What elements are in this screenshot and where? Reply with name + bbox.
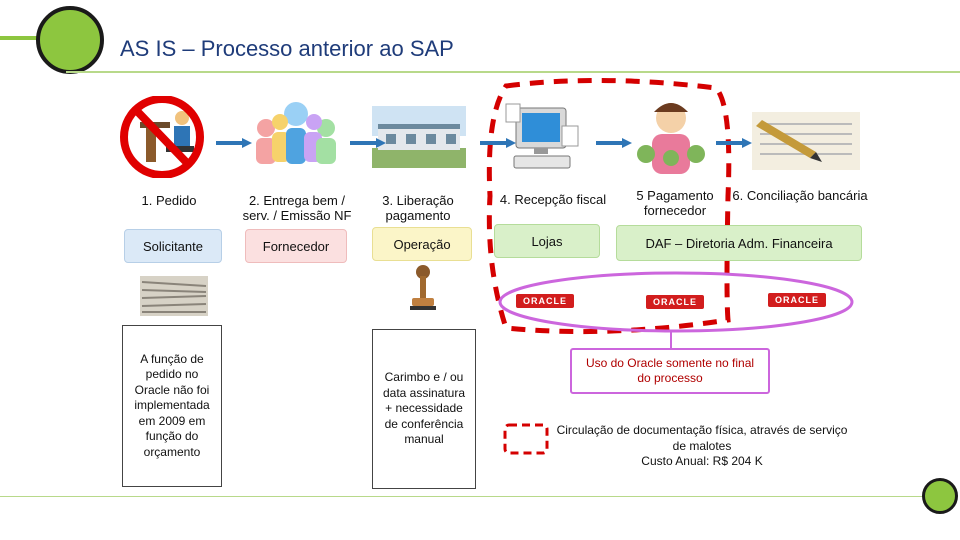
role-lojas: Lojas (494, 224, 600, 258)
role-solicitante: Solicitante (124, 229, 222, 263)
note-pedido: A função de pedido no Oracle não foi imp… (122, 325, 222, 487)
header-rule (66, 71, 960, 73)
step-3-label: 3. Liberação pagamento (382, 193, 454, 223)
arrow-4-icon (596, 138, 632, 148)
step-1-label: 1. Pedido (141, 193, 197, 208)
arrow-3-icon (480, 138, 516, 148)
step-6-label: 6. Conciliação bancária (732, 188, 868, 203)
manual-document-region (486, 77, 732, 335)
header-circle-logo (36, 6, 104, 74)
building-icon (372, 106, 466, 168)
money-person-icon (628, 98, 714, 180)
people-group-icon (244, 98, 348, 168)
arrow-5-icon (716, 138, 752, 148)
note-carimbo: Carimbo e / ou data assinatura + necessi… (372, 329, 476, 489)
oracle-note-connector (670, 332, 672, 348)
role-operacao: Operação (372, 227, 472, 261)
footer-rule (0, 496, 924, 497)
stamp-icon (408, 264, 438, 312)
arrow-1-icon (216, 138, 252, 148)
oracle-highlight-ellipse (498, 271, 854, 333)
legend-text: Circulação de documentação física, atrav… (556, 423, 848, 453)
header-bar-left (0, 36, 48, 40)
page-title: AS IS – Processo anterior ao SAP (120, 36, 454, 61)
footer-circle-logo (922, 478, 958, 514)
arrow-2-icon (350, 138, 386, 148)
paper-stack-icon (138, 270, 210, 318)
step-2-label: 2. Entrega bem / serv. / Emissão NF (242, 193, 352, 223)
oracle-logo-2: ORACLE (646, 295, 704, 309)
pen-document-icon (752, 112, 860, 170)
no-order-icon (116, 95, 208, 179)
role-fornecedor: Fornecedor (245, 229, 347, 263)
legend-cost: Custo Anual: R$ 204 K (641, 454, 763, 468)
step-5-label: 5 Pagamento fornecedor (636, 188, 714, 218)
step-4-label: 4. Recepção fiscal (499, 192, 607, 207)
oracle-logo-3: ORACLE (768, 293, 826, 307)
oracle-logo-1: ORACLE (516, 294, 574, 308)
role-daf: DAF – Diretoria Adm. Financeira (616, 225, 862, 261)
computer-icon (504, 102, 580, 176)
oracle-note: Uso do Oracle somente no final do proces… (570, 348, 770, 394)
legend-dashed-box-icon (503, 423, 549, 455)
